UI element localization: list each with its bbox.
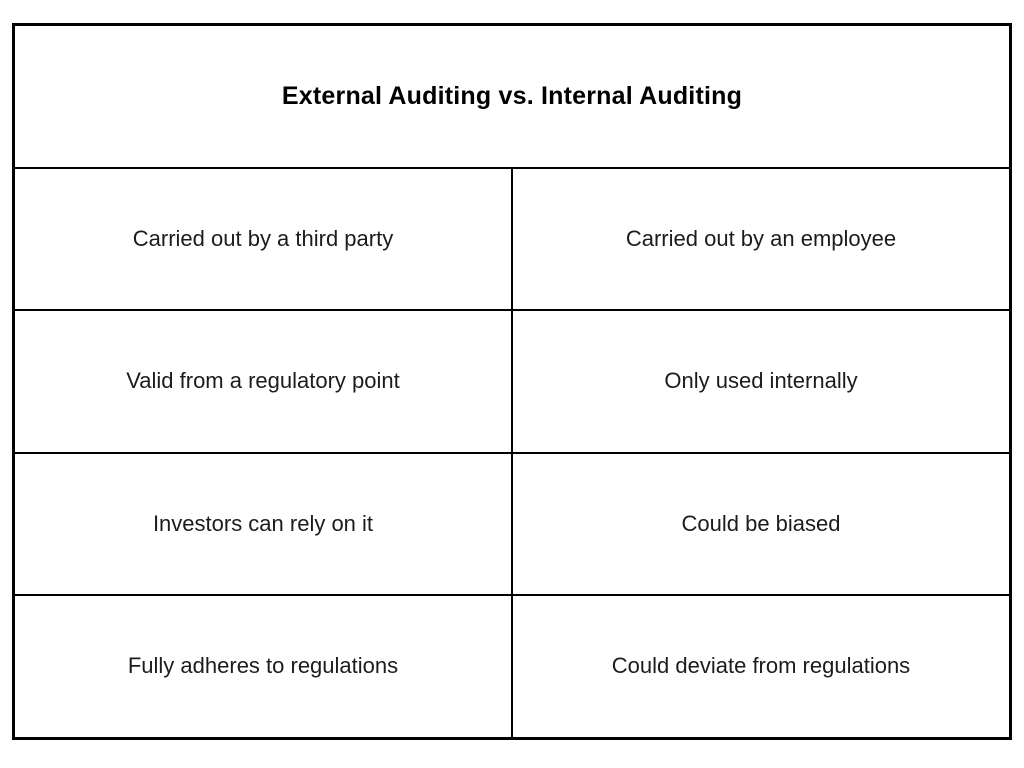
- cell-internal-row2: Only used internally: [664, 368, 858, 394]
- cell-external-row1: Carried out by a third party: [15, 168, 513, 310]
- page-title: External Auditing vs. Internal Auditing: [281, 81, 743, 110]
- cell-external-row4: Fully adheres to regulations: [15, 596, 513, 737]
- comparison-table: External Auditing vs. Internal Auditing …: [12, 23, 1012, 740]
- cell-external-row2: Valid from a regulatory point: [15, 311, 513, 452]
- table-title-row: External Auditing vs. Internal Auditing: [15, 26, 1009, 169]
- table-row: Fully adheres to regulations Could devia…: [15, 596, 1009, 737]
- cell-internal-row3: Could be biased: [681, 510, 841, 536]
- cell-external-row3: Investors can rely on it: [15, 453, 513, 595]
- cell-internal-row1: Carried out by an employee: [625, 225, 897, 251]
- table-row: Investors can rely on it Could be biased: [15, 453, 1009, 597]
- cell-internal-row4: Could deviate from regulations: [611, 653, 911, 679]
- table-row: Carried out by a third party Carried out…: [15, 168, 1009, 312]
- table-row: Valid from a regulatory point Only used …: [15, 311, 1009, 454]
